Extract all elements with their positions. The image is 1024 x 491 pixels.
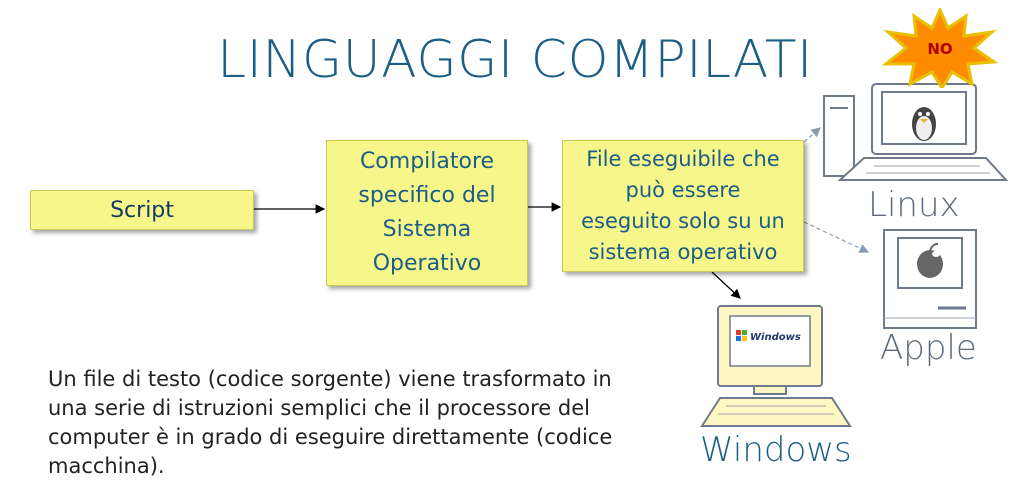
arrow-file-to-windows (711, 271, 741, 299)
no-badge-label: NO (927, 40, 953, 58)
no-starburst-icon (881, 8, 999, 88)
page-title: LINGUAGGI COMPILATI (217, 30, 813, 90)
apple-computer-icon (883, 229, 977, 329)
executable-line: sistema operativo (588, 240, 778, 264)
windows-logo-icon (736, 330, 747, 341)
executable-line: File eseguibile che (586, 147, 780, 171)
compiler-line: Sistema (382, 217, 472, 242)
description-text: Un file di testo (codice sorgente) viene… (48, 365, 668, 481)
description-line: una serie di istruzioni semplici che il … (48, 396, 590, 420)
executable-line: eseguito solo su un (581, 209, 785, 233)
arrow-file-to-linux (803, 127, 821, 143)
compiler-box: Compilatore specifico del Sistema Operat… (326, 140, 528, 286)
compiler-line: specifico del (358, 183, 496, 208)
apple-label: Apple (880, 328, 977, 368)
linux-computer-icon (823, 83, 1009, 181)
windows-screen-text: Windows (750, 332, 801, 343)
script-box: Script (30, 190, 254, 230)
description-line: Un file di testo (codice sorgente) viene… (48, 367, 612, 391)
description-line: macchina). (48, 454, 165, 478)
description-line: computer è in grado di eseguire direttam… (48, 425, 613, 449)
arrow-file-to-apple (803, 221, 870, 253)
linux-penguin-icon (912, 107, 936, 141)
executable-box: File eseguibile che può essere eseguito … (562, 140, 804, 272)
apple-logo-icon (917, 242, 943, 278)
compiler-line: Compilatore (359, 149, 495, 174)
script-label: Script (110, 197, 174, 223)
executable-line: può essere (625, 178, 741, 202)
windows-computer-icon: Windows (700, 305, 852, 427)
linux-label: Linux (868, 185, 960, 225)
windows-label: Windows (700, 430, 852, 470)
compiler-line: Operativo (372, 251, 482, 276)
